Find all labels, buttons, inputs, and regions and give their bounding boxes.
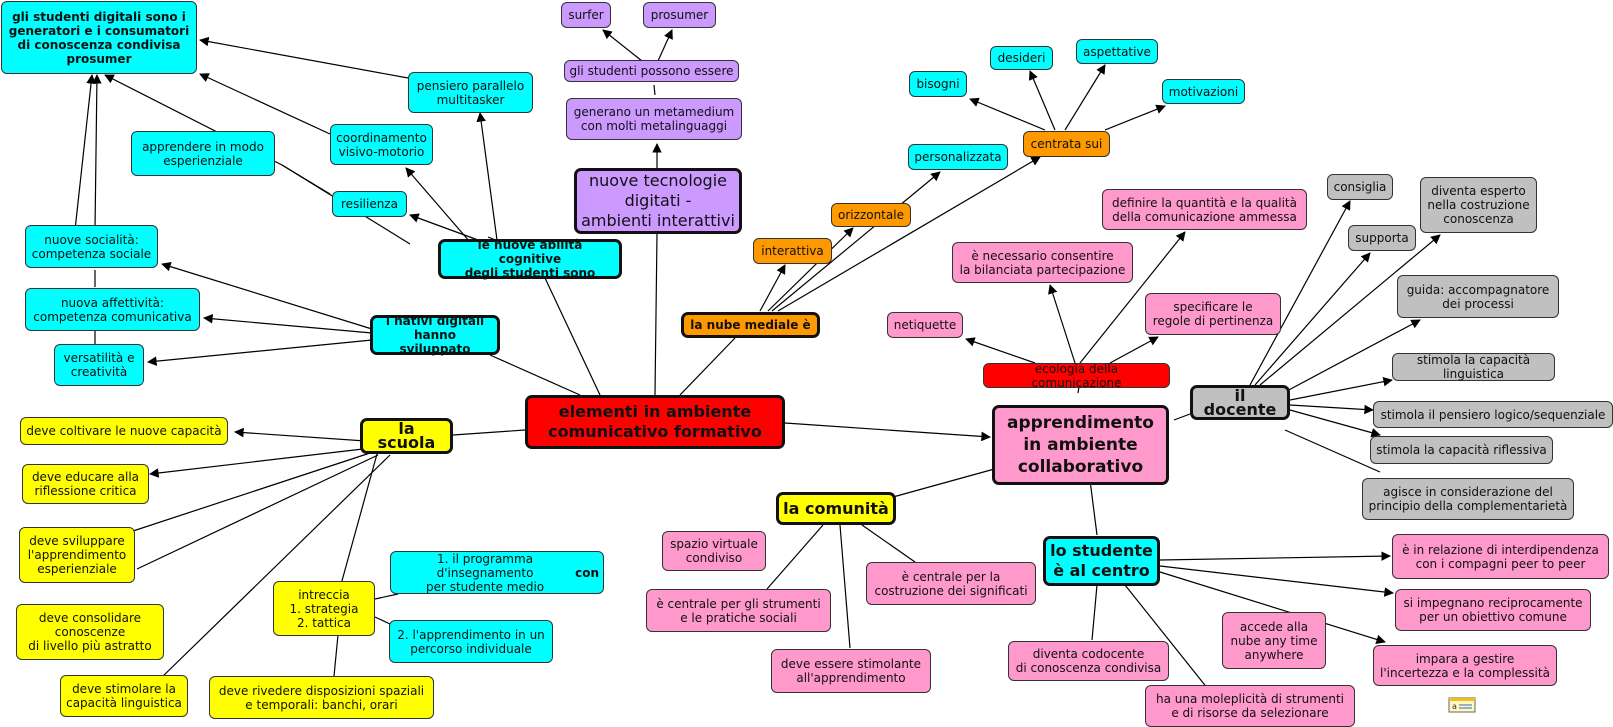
note-attachment-icon[interactable]: a <box>1448 695 1476 713</box>
node-stimola-capacita-riflessiva[interactable]: stimola la capacità riflessiva <box>1370 436 1553 464</box>
node-diventa-esperto[interactable]: diventa esperto nella costruzione conosc… <box>1420 177 1537 233</box>
node-la-comunita[interactable]: la comunità <box>776 492 896 525</box>
node-rivedere-disposizioni[interactable]: deve rivedere disposizioni spaziali e te… <box>209 676 434 719</box>
node-coltivare-nuove-capacita[interactable]: deve coltivare le nuove capacità <box>20 417 228 445</box>
node-stimolare-capacita-linguistica[interactable]: deve stimolare la capacità linguistica <box>60 675 188 717</box>
node-consolidare-conoscenze[interactable]: deve consolidare conoscenze di livello p… <box>16 604 164 660</box>
node-pensiero-parallelo[interactable]: pensiero parallelo multitasker <box>408 72 533 113</box>
node-consiglia[interactable]: consiglia <box>1327 174 1393 200</box>
node-obiettivo-comune[interactable]: si impegnano reciprocamente per un obiet… <box>1395 589 1591 631</box>
node-nativi-digitali[interactable]: i nativi digitali hanno sviluppato <box>370 314 500 356</box>
node-supporta[interactable]: supporta <box>1348 225 1416 251</box>
node-studenti-digitali-prosumer[interactable]: gli studenti digitali sono i generatori … <box>1 1 197 74</box>
node-stimolante-apprendimento[interactable]: deve essere stimolante all'apprendimento <box>771 649 931 693</box>
node-resilienza[interactable]: resilienza <box>332 191 407 217</box>
node-studenti-possono-essere[interactable]: gli studenti possono essere <box>564 60 739 82</box>
node-apprendere-esperienziale[interactable]: apprendere in modo esperienziale <box>131 131 275 176</box>
node-intreccia[interactable]: intreccia 1. strategia 2. tattica <box>273 581 375 636</box>
node-regole-pertinenza[interactable]: specificare le regole di pertinenza <box>1145 293 1281 335</box>
node-accede-nube[interactable]: accede alla nube any time anywhere <box>1222 612 1326 669</box>
node-centrata-sui[interactable]: centrata sui <box>1023 131 1110 157</box>
svg-text:a: a <box>1452 702 1457 711</box>
node-guida-accompagnatore[interactable]: guida: accompagnatore dei processi <box>1397 275 1559 318</box>
node-sviluppare-apprendimento-esperienziale[interactable]: deve sviluppare l'apprendimento esperien… <box>19 527 135 583</box>
programma-bold-text: con <box>575 565 599 580</box>
node-lo-studente-al-centro[interactable]: lo studente è al centro <box>1043 536 1160 586</box>
node-versatilita-creativita[interactable]: versatilità e creatività <box>54 344 144 386</box>
node-stimola-pensiero-logico[interactable]: stimola il pensiero logico/sequenziale <box>1373 401 1613 428</box>
node-elementi-ambiente-comunicativo[interactable]: elementi in ambiente comunicativo format… <box>525 395 785 449</box>
node-costruzione-significati[interactable]: è centrale per la costruzione dei signif… <box>866 562 1036 605</box>
node-nuove-tecnologie[interactable]: nuove tecnologie digitati - ambienti int… <box>574 168 742 234</box>
node-incertezza-complessita[interactable]: impara a gestire l'incertezza e la compl… <box>1373 645 1557 686</box>
node-bisogni[interactable]: bisogni <box>909 71 967 97</box>
node-motivazioni[interactable]: motivazioni <box>1162 79 1245 104</box>
node-percorso-individuale[interactable]: 2. l'apprendimento in un percorso indivi… <box>389 620 553 663</box>
node-nuova-affettivita[interactable]: nuova affettività: competenza comunicati… <box>25 288 200 331</box>
programma-text: 1. il programma d'insegnamento per stude… <box>425 551 545 594</box>
node-interdipendenza[interactable]: è in relazione di interdipendenza con i … <box>1392 534 1609 579</box>
node-generano-metamedium[interactable]: generano un metamedium con molti metalin… <box>566 98 742 140</box>
node-la-scuola[interactable]: la scuola <box>360 418 453 454</box>
node-codocente[interactable]: diventa codocente di conoscenza condivis… <box>1008 641 1169 681</box>
node-programma-insegnamento[interactable]: 1. il programma d'insegnamento per stude… <box>390 551 604 594</box>
node-la-nube-mediale[interactable]: la nube mediale è <box>681 312 820 338</box>
node-interattiva[interactable]: interattiva <box>753 238 832 264</box>
node-ecologia-comunicazione[interactable]: ecologia della comunicazione <box>983 362 1170 390</box>
node-definire-quantita-qualita[interactable]: definire la quantità e la qualità della … <box>1102 189 1307 230</box>
node-netiquette[interactable]: netiquette <box>887 312 963 338</box>
node-coordinamento-visivo-motorio[interactable]: coordinamento visivo-motorio <box>330 124 433 165</box>
node-principio-complementarieta[interactable]: agisce in considerazione del principio d… <box>1362 478 1574 520</box>
node-apprendimento-ambiente-collaborativo[interactable]: apprendimento in ambiente collaborativo <box>992 405 1169 485</box>
node-moleplicita-strumenti[interactable]: ha una moleplicità di strumenti e di ris… <box>1145 685 1355 727</box>
node-aspettative[interactable]: aspettative <box>1076 39 1158 64</box>
node-il-docente[interactable]: il docente <box>1190 385 1290 420</box>
node-personalizzata[interactable]: personalizzata <box>908 144 1008 170</box>
node-desideri[interactable]: desideri <box>990 46 1053 70</box>
node-nuove-abilita-cognitive[interactable]: le nuove abilità cognitive degli student… <box>438 238 622 280</box>
node-spazio-virtuale[interactable]: spazio virtuale condiviso <box>662 531 766 571</box>
node-centrale-strumenti-pratiche[interactable]: è centrale per gli strumenti e le pratic… <box>646 589 831 632</box>
node-nuove-socialita[interactable]: nuove socialità: competenza sociale <box>25 225 158 268</box>
node-orizzontale[interactable]: orizzontale <box>831 203 911 227</box>
node-surfer[interactable]: surfer <box>561 2 611 28</box>
node-bilanciata-partecipazione[interactable]: è necessario consentire la bilanciata pa… <box>952 242 1133 283</box>
node-stimola-capacita-linguistica[interactable]: stimola la capacità linguistica <box>1392 353 1555 381</box>
node-educare-riflessione-critica[interactable]: deve educare alla riflessione critica <box>22 464 149 504</box>
node-prosumer[interactable]: prosumer <box>643 2 716 28</box>
